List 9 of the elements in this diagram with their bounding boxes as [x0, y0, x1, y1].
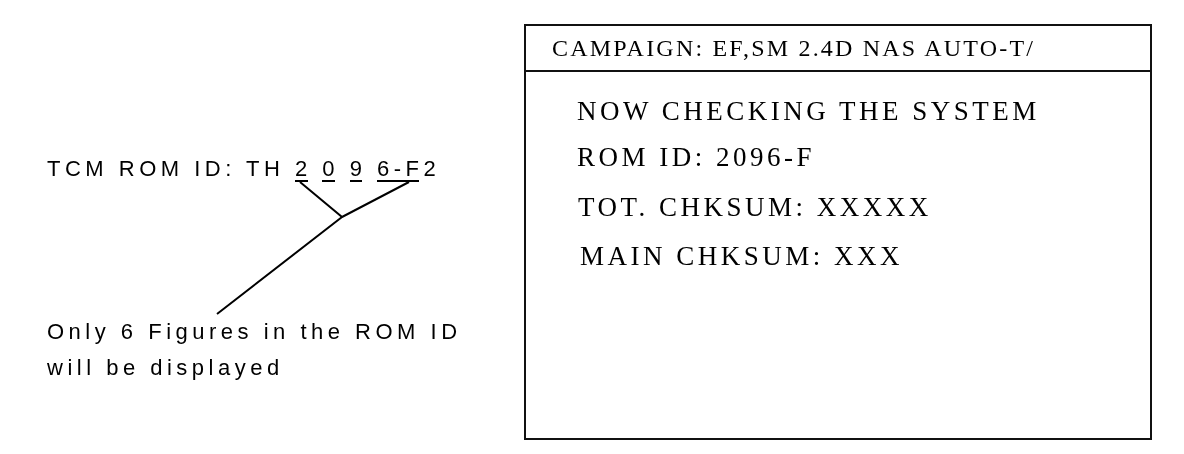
status-text: NOW CHECKING THE SYSTEM: [577, 96, 1040, 126]
rom-id-readout: ROM ID: 2096-F: [577, 142, 815, 172]
screen-title-bar: CAMPAIGN: EF,SM 2.4D NAS AUTO-T/: [526, 26, 1150, 72]
rom-id-text: TCM ROM ID: TH 2 0 9 6-F2: [47, 157, 441, 181]
display-screen: [524, 24, 1152, 440]
leader-line: [216, 181, 410, 315]
checksum-text: TOT. CHKSUM: XXXXX: [578, 192, 932, 222]
note-text: Only 6 Figures in the ROM ID will be displayed: [47, 314, 487, 386]
checksum-text: MAIN CHKSUM: XXX: [580, 241, 904, 271]
